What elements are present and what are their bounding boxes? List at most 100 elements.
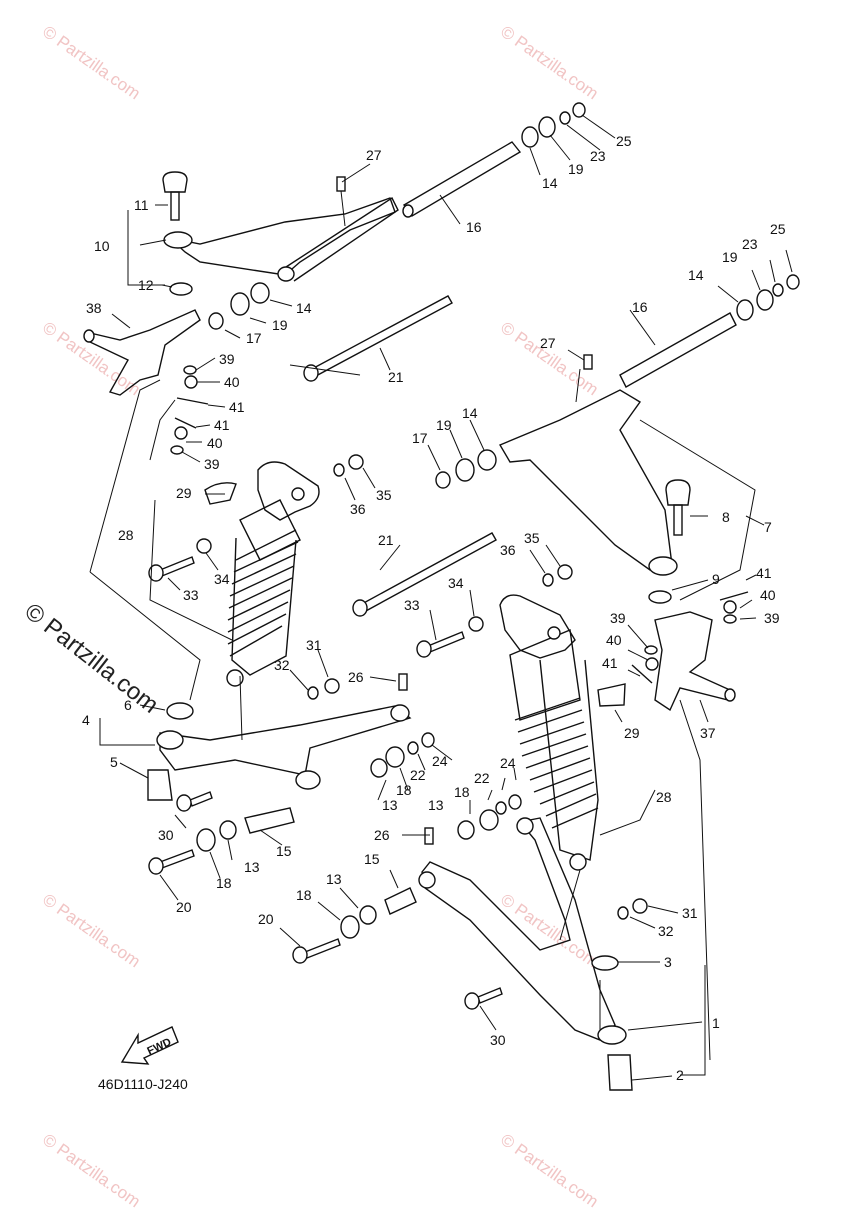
callout-9[interactable]: 9 [712,571,720,587]
washer-19-top[interactable] [230,116,556,316]
bolt-21-lower[interactable] [352,532,497,617]
collar-15-left[interactable] [244,807,295,834]
callout-13[interactable]: 13 [382,797,398,813]
grease-nipple-27-right[interactable] [575,354,593,403]
callout-41d[interactable]: 41 [602,655,618,671]
callout-14d[interactable]: 14 [462,405,478,421]
callout-29b[interactable]: 29 [624,725,640,741]
bolt-33-right[interactable] [416,631,465,658]
shaft-16-upper[interactable] [402,141,522,218]
washer-19-right[interactable] [455,289,774,482]
callout-20b[interactable]: 20 [258,911,274,927]
callout-23b[interactable]: 23 [742,236,758,252]
callout-27[interactable]: 27 [366,147,382,163]
callout-2[interactable]: 2 [676,1067,684,1083]
circlip-9[interactable] [648,590,672,604]
nut-31-right[interactable] [632,898,648,914]
knuckle-38[interactable] [83,309,201,396]
callout-12[interactable]: 12 [138,277,154,293]
bolt-20-left[interactable] [148,849,195,875]
shaft-16-right[interactable] [619,312,737,388]
collar-34-right[interactable] [468,616,484,632]
lower-a-arm-left[interactable] [156,704,412,790]
knuckle-37[interactable] [654,611,736,712]
callout-40c[interactable]: 40 [760,587,776,603]
callout-34b[interactable]: 34 [448,575,464,591]
nut-25-top[interactable] [572,102,586,118]
callout-1[interactable]: 1 [712,1015,720,1031]
washer-22-right[interactable] [495,801,507,815]
callout-28[interactable]: 28 [118,527,134,543]
shock-absorber-left[interactable] [226,461,320,687]
bushing-14-right[interactable] [477,299,754,471]
callout-4[interactable]: 4 [82,712,90,728]
collar-17-right[interactable] [435,471,451,489]
callout-18b[interactable]: 18 [216,875,232,891]
washer-36-right[interactable] [542,573,554,587]
ball-joint-8[interactable] [665,479,691,536]
nut-31-left[interactable] [324,678,340,694]
callout-13d[interactable]: 13 [326,871,342,887]
callout-24b[interactable]: 24 [500,755,516,771]
washer-23-right[interactable] [772,283,784,297]
callout-39c[interactable]: 39 [764,610,780,626]
upper-a-arm-right[interactable] [498,389,678,576]
washer-32-right[interactable] [617,906,629,920]
bolt-30-right[interactable] [464,987,503,1010]
washer-32-left[interactable] [307,686,319,700]
callout-5[interactable]: 5 [110,754,118,770]
callout-18d[interactable]: 18 [296,887,312,903]
ball-joint-2[interactable] [607,1054,633,1091]
callout-39d[interactable]: 39 [610,610,626,626]
callout-40[interactable]: 40 [224,374,240,390]
washer-36-left[interactable] [333,463,345,477]
nut-24-left[interactable] [421,732,435,748]
rubber-cover-29-left[interactable] [204,482,237,505]
nut-25-right[interactable] [786,274,800,290]
grease-nipple-26-left[interactable] [398,673,408,691]
callout-36b[interactable]: 36 [500,542,516,558]
washer-22-left[interactable] [407,741,419,755]
washer-39-right[interactable] [644,614,737,655]
cotter-pin-41-right[interactable] [631,591,749,684]
callout-16[interactable]: 16 [466,219,482,235]
washer-18-left[interactable] [196,746,405,852]
callout-26[interactable]: 26 [348,669,364,685]
callout-21[interactable]: 21 [388,369,404,385]
callout-30b[interactable]: 30 [490,1032,506,1048]
collar-15-right[interactable] [384,887,417,915]
callout-39[interactable]: 39 [219,351,235,367]
nut-24-right[interactable] [508,794,522,810]
bushing-14-top[interactable] [250,126,539,304]
circlip-12[interactable] [169,282,193,296]
callout-3[interactable]: 3 [664,954,672,970]
callout-29[interactable]: 29 [176,485,192,501]
callout-13b[interactable]: 13 [244,859,260,875]
callout-41c[interactable]: 41 [756,565,772,581]
nut-40[interactable] [174,375,198,440]
washer-18-right[interactable] [340,809,499,939]
callout-35[interactable]: 35 [376,487,392,503]
callout-33b[interactable]: 33 [404,597,420,613]
washer-23-top[interactable] [559,111,571,125]
shock-absorber-right[interactable] [499,594,599,871]
callout-26b[interactable]: 26 [374,827,390,843]
callout-36[interactable]: 36 [350,501,366,517]
circlip-6[interactable] [166,702,194,720]
callout-39b[interactable]: 39 [204,456,220,472]
callout-19[interactable]: 19 [568,161,584,177]
ball-joint-11[interactable] [162,171,188,221]
callout-14c[interactable]: 14 [688,267,704,283]
nut-35-left[interactable] [348,454,364,470]
grease-nipple-26-right[interactable] [424,827,434,845]
callout-13c[interactable]: 13 [428,797,444,813]
callout-19b[interactable]: 19 [272,317,288,333]
callout-10[interactable]: 10 [94,238,110,254]
callout-18[interactable]: 18 [396,782,412,798]
callout-17[interactable]: 17 [246,330,262,346]
callout-24[interactable]: 24 [432,753,448,769]
callout-15[interactable]: 15 [276,843,292,859]
collar-17-top[interactable] [208,312,224,330]
callout-19d[interactable]: 19 [436,417,452,433]
callout-31b[interactable]: 31 [682,905,698,921]
